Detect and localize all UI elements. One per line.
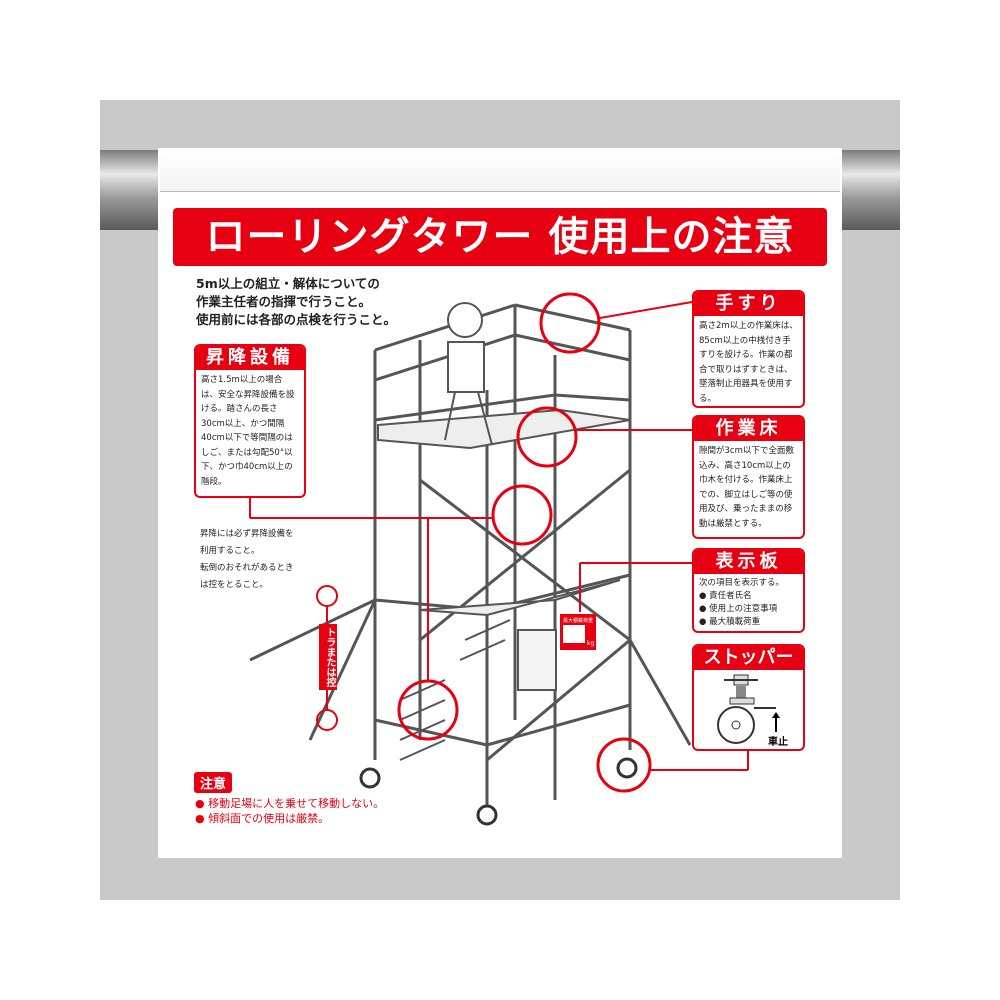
load-sign-title: 最大積載荷重 bbox=[563, 617, 593, 624]
floor-box-text: 隙間が3cm以下で全面敷込み、高さ10cm以上の巾木を付ける。作業床上での、脚立… bbox=[699, 446, 794, 529]
floor-box-title: 作業床 bbox=[694, 417, 803, 441]
note-line: は控をとること。 bbox=[200, 580, 269, 590]
caution-list: ● 移動足場に人を乗せて移動しない。 ● 傾斜面での使用は厳禁。 bbox=[195, 796, 384, 826]
floor-info-box: 作業床 隙間が3cm以下で全面敷込み、高さ10cm以上の巾木を付ける。作業床上で… bbox=[692, 415, 805, 539]
intro-line: 5m以上の組立・解体についての bbox=[196, 276, 380, 291]
caution-label: 注意 bbox=[194, 772, 233, 793]
note-line: 昇降には必ず昇降設備を bbox=[200, 529, 294, 539]
sign-top-roll bbox=[160, 148, 840, 192]
hanger-pipe-left bbox=[100, 150, 162, 230]
note-line: 利用すること。 bbox=[200, 546, 260, 556]
worker-figure bbox=[444, 302, 493, 446]
ladder-box-title: 昇降設備 bbox=[196, 346, 304, 370]
handrail-box-title: 手すり bbox=[694, 292, 803, 316]
display-box-lead: 次の項目を表示する。 bbox=[699, 578, 785, 588]
display-item: ● 最大積載荷重 bbox=[699, 617, 761, 627]
intro-line: 作業主任者の指揮で行うこと。 bbox=[196, 294, 372, 309]
caster-icon: 車止 bbox=[717, 674, 788, 748]
display-info-box: 表示板 次の項目を表示する。 ● 責任者氏名 ● 使用上の注意事項 ● 最大積載… bbox=[692, 548, 805, 633]
intro-line: 使用前には各部の点検を行うこと。 bbox=[196, 312, 397, 327]
sign-title: ローリングタワー 使用上の注意 bbox=[173, 208, 827, 266]
display-item: ● 使用上の注意事項 bbox=[699, 604, 778, 614]
stopper-info-box: ストッパー 車止 bbox=[692, 644, 805, 751]
intro-text: 5m以上の組立・解体についての 作業主任者の指揮で行うこと。 使用前には各部の点… bbox=[196, 275, 396, 329]
wheel-stop-label: 車止 bbox=[768, 735, 788, 748]
ladder-box-text: 高さ1.5m以上の場合は、安全な昇降設備を設ける。踏さんの長さ30cm以上、かつ… bbox=[201, 375, 295, 487]
display-box-title: 表示板 bbox=[694, 550, 803, 574]
ladder-note: 昇降には必ず昇降設備を 利用すること。 転倒のおそれがあるとき は控をとること。 bbox=[200, 526, 294, 594]
hanger-pipe-right bbox=[838, 150, 900, 230]
load-sign-unit: kg bbox=[587, 640, 594, 647]
load-sign: 最大積載荷重 kg bbox=[560, 614, 596, 650]
caution-item: ● 傾斜面での使用は厳禁。 bbox=[195, 812, 330, 825]
stopper-box-title: ストッパー bbox=[694, 646, 803, 670]
handrail-box-text: 高さ2m以上の作業床は、85cm以上の中桟付き手すりを設ける。作業の都合で取りは… bbox=[699, 321, 798, 404]
display-item: ● 責任者氏名 bbox=[699, 591, 752, 601]
caution-item: ● 移動足場に人を乗せて移動しない。 bbox=[195, 797, 385, 810]
note-line: 転倒のおそれがあるとき bbox=[200, 563, 294, 573]
ladder-info-box: 昇降設備 高さ1.5m以上の場合は、安全な昇降設備を設ける。踏さんの長さ30cm… bbox=[194, 344, 306, 498]
handrail-info-box: 手すり 高さ2m以上の作業床は、85cm以上の中桟付き手すりを設ける。作業の都合… bbox=[692, 290, 805, 408]
outrigger-label: トラまたは控 bbox=[319, 624, 337, 690]
